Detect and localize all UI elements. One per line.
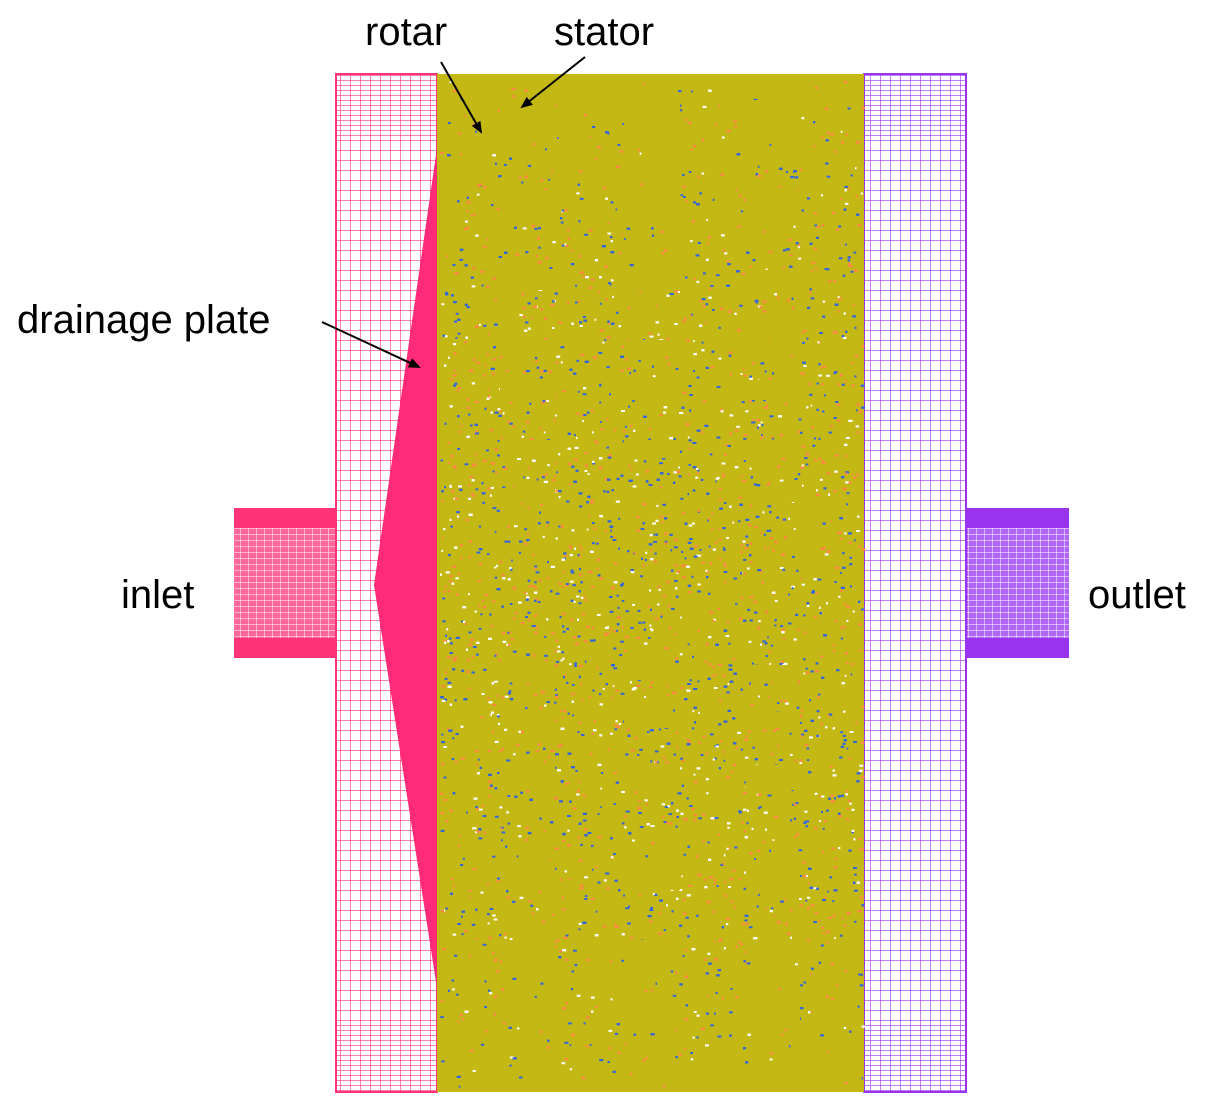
stator-tooth	[500, 488, 555, 502]
stator-tooth	[746, 860, 800, 890]
stator-tooth	[624, 860, 680, 890]
stator-tooth	[500, 712, 555, 728]
stator-tooth	[500, 100, 555, 140]
drainage-plate-arrow	[321, 321, 421, 368]
stator-tooth	[500, 765, 555, 790]
stator-tooth	[500, 380, 555, 400]
stator-tooth	[500, 190, 555, 225]
outlet-mesh-region	[863, 73, 967, 1093]
stator-tooth	[746, 100, 800, 140]
drainage-plate-label: drainage plate	[17, 298, 271, 342]
stator-arrow	[520, 56, 586, 109]
stator-tooth	[624, 190, 680, 225]
rotor-stator-chamber	[437, 74, 866, 1092]
stator-tooth	[746, 340, 800, 355]
stator-tooth	[746, 190, 800, 225]
stator-label: stator	[554, 10, 655, 54]
stator-tooth	[624, 340, 680, 355]
drainage-plate	[374, 148, 437, 988]
stator-tooth	[746, 765, 800, 790]
stator-tooth	[746, 488, 800, 502]
rotor-label: rotar	[365, 10, 448, 54]
stator-tooth	[746, 712, 800, 728]
stator-tooth	[746, 270, 800, 290]
stator-tooth	[624, 488, 680, 502]
stator-tooth	[624, 100, 680, 140]
stator-tooth	[500, 270, 555, 290]
stator-tooth	[624, 765, 680, 790]
stator-tooth	[746, 940, 800, 960]
stator-tooth	[500, 1000, 555, 1020]
stator-tooth	[500, 340, 555, 355]
inlet-label: inlet	[121, 573, 195, 617]
stator-tooth	[500, 665, 555, 680]
outlet-pipe	[966, 508, 1069, 658]
stator-tooth	[624, 712, 680, 728]
stator-tooth	[624, 665, 680, 680]
inlet-pipe	[234, 508, 337, 658]
stator-tooth	[746, 665, 800, 680]
stator-tooth	[624, 270, 680, 290]
stator-tooth	[624, 440, 680, 458]
stator-tooth	[746, 1000, 800, 1020]
stator-tooth	[500, 860, 555, 890]
stator-tooth	[624, 380, 680, 400]
stator-tooth	[500, 940, 555, 960]
stator-tooth	[624, 940, 680, 960]
stator-tooth	[624, 1000, 680, 1020]
stator-tooth	[746, 440, 800, 458]
stator-teeth-layer	[500, 100, 800, 1020]
rotor-arrow	[440, 61, 482, 134]
stator-tooth	[746, 380, 800, 400]
stator-tooth	[500, 440, 555, 458]
mesh-speckle-layer	[440, 81, 866, 1088]
outlet-label: outlet	[1088, 573, 1186, 617]
